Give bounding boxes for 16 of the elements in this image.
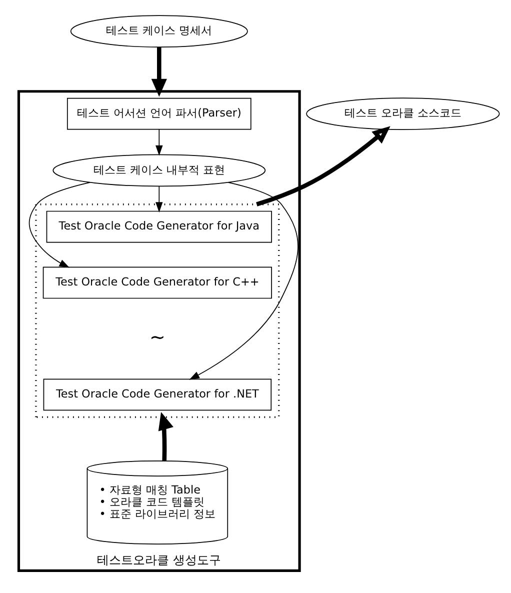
node-box: Test Oracle Code Generator for .NET (43, 378, 272, 411)
arrow (156, 186, 163, 212)
arrow (256, 126, 390, 206)
arrow (28, 182, 90, 268)
label: ~ (149, 326, 166, 349)
node-box: Test Oracle Code Generator for C++ (42, 266, 272, 299)
arrow (156, 128, 163, 156)
node-box: 테스트 어서션 언어 파서(Parser) (66, 98, 252, 130)
cluster (35, 204, 280, 418)
node-ellipse: 테스트 케이스 내부적 표현 (52, 154, 266, 187)
node-ellipse: 테스트 케이스 명세서 (70, 15, 248, 48)
node-box: Test Oracle Code Generator for Java (46, 210, 272, 243)
node-ellipse: 테스트 오라클 소스코드 (306, 98, 500, 130)
arrow (151, 47, 167, 97)
arrow (189, 182, 298, 380)
arrow (158, 412, 174, 462)
